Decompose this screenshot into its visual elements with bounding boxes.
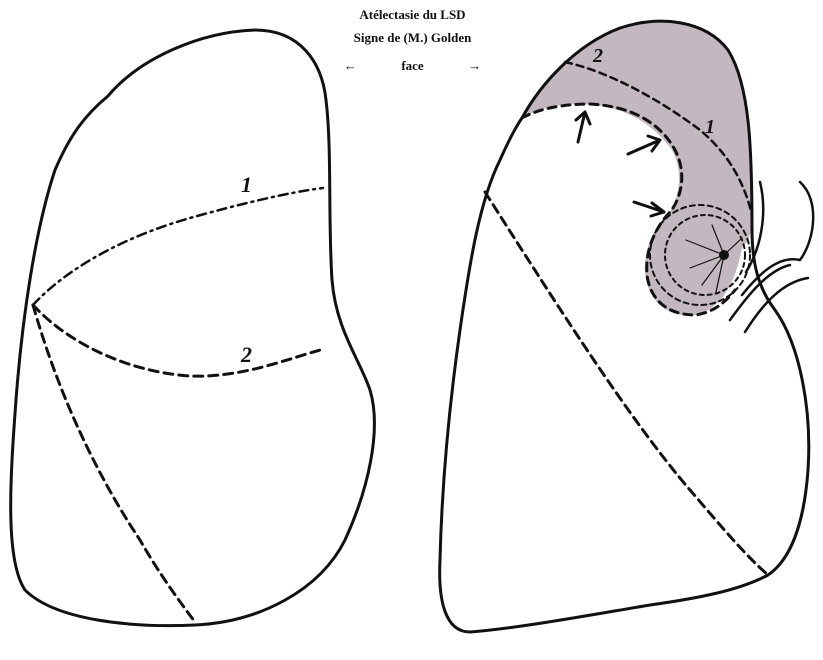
left-oblique-fissure xyxy=(33,305,195,622)
arrow-right-icon xyxy=(628,136,660,154)
collapsed-upper-lobe xyxy=(522,21,752,315)
left-lung-outline xyxy=(11,30,375,626)
right-fissure-2-label: 2 xyxy=(592,45,603,67)
arrow-right-icon: → xyxy=(468,58,481,73)
right-fissure-1-label: 1 xyxy=(705,116,715,138)
view-label: face xyxy=(401,58,423,73)
caption-title: Atélectasie du LSD xyxy=(300,4,525,26)
left-fissure-1 xyxy=(33,188,323,305)
arrow-left-icon: ← xyxy=(344,58,357,73)
left-fissure-1-label: 1 xyxy=(241,172,252,197)
arrow-right-icon xyxy=(634,202,664,216)
right-lung-outline xyxy=(440,21,809,632)
arrow-up-icon xyxy=(576,112,590,142)
left-fissure-2 xyxy=(33,305,320,376)
left-lung xyxy=(11,30,375,626)
caption-subtitle: Signe de (M.) Golden xyxy=(300,27,525,49)
right-lung xyxy=(440,21,814,632)
caption-view: ← face → xyxy=(300,55,525,77)
left-fissure-2-label: 2 xyxy=(240,342,252,367)
